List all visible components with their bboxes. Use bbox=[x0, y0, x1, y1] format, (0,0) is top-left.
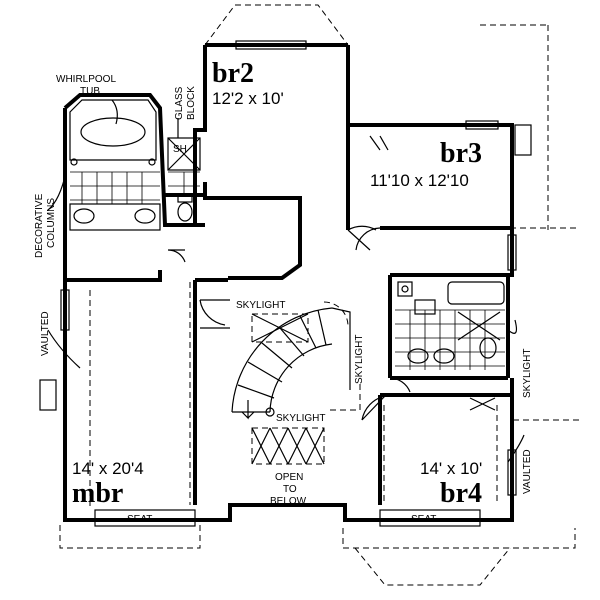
sink-icon bbox=[407, 348, 429, 364]
skylights bbox=[251, 301, 361, 465]
dashed-outlines bbox=[59, 4, 580, 586]
block-label: BLOCK bbox=[186, 86, 197, 120]
skylight-icon bbox=[251, 427, 325, 465]
open-label: OPEN bbox=[275, 472, 303, 483]
to-label: TO bbox=[283, 484, 297, 495]
master-bath bbox=[69, 99, 201, 231]
mbr-dims: 14' x 20'4 bbox=[72, 459, 144, 478]
seat-label-mbr: SEAT bbox=[127, 514, 152, 525]
stair-arrow-icon bbox=[241, 400, 255, 420]
skylight-label-2: SKYLIGHT bbox=[354, 335, 365, 384]
sink-icon bbox=[134, 208, 156, 224]
shower bbox=[167, 137, 201, 171]
seat-label-br4: SEAT bbox=[411, 514, 436, 525]
toilet-icon bbox=[177, 202, 193, 222]
br3-dims: 11'10 x 12'10 bbox=[370, 171, 469, 190]
vaulted-label-left: VAULTED bbox=[40, 311, 51, 356]
tub-label: TUB bbox=[80, 86, 100, 97]
br4-name: br4 bbox=[440, 478, 482, 509]
interior-walls bbox=[65, 125, 512, 505]
windows bbox=[39, 40, 532, 527]
vaulted-label-right: VAULTED bbox=[522, 449, 533, 494]
br2-name: br2 bbox=[212, 58, 254, 89]
skylight-label-1: SKYLIGHT bbox=[236, 300, 285, 311]
skylight-icon bbox=[251, 313, 309, 343]
columns-label: COLUMNS bbox=[46, 198, 57, 248]
doors bbox=[167, 135, 496, 421]
skylight-label-3: SKYLIGHT bbox=[276, 413, 325, 424]
leader-arrows bbox=[47, 99, 525, 463]
decorative-label: DECORATIVE bbox=[34, 193, 45, 258]
hall-bath bbox=[395, 281, 505, 370]
br2-dims: 12'2 x 10' bbox=[212, 89, 284, 108]
br3-name: br3 bbox=[440, 138, 482, 169]
whirlpool-label: WHIRLPOOL bbox=[56, 74, 116, 85]
skylight-label-4: SKYLIGHT bbox=[522, 349, 533, 398]
sink-icon bbox=[73, 208, 95, 224]
whirlpool-tub bbox=[80, 117, 146, 147]
toilet-icon bbox=[479, 337, 497, 359]
sh-label: SH bbox=[173, 144, 187, 155]
exterior-walls bbox=[63, 43, 514, 522]
below-label: BELOW bbox=[270, 496, 307, 507]
mbr-name: mbr bbox=[72, 478, 123, 509]
curved-staircase bbox=[231, 307, 351, 420]
glass-label: GLASS bbox=[174, 86, 185, 120]
sink-icon bbox=[433, 348, 455, 364]
bathtub bbox=[447, 281, 505, 305]
br4-dims: 14' x 10' bbox=[420, 459, 482, 478]
